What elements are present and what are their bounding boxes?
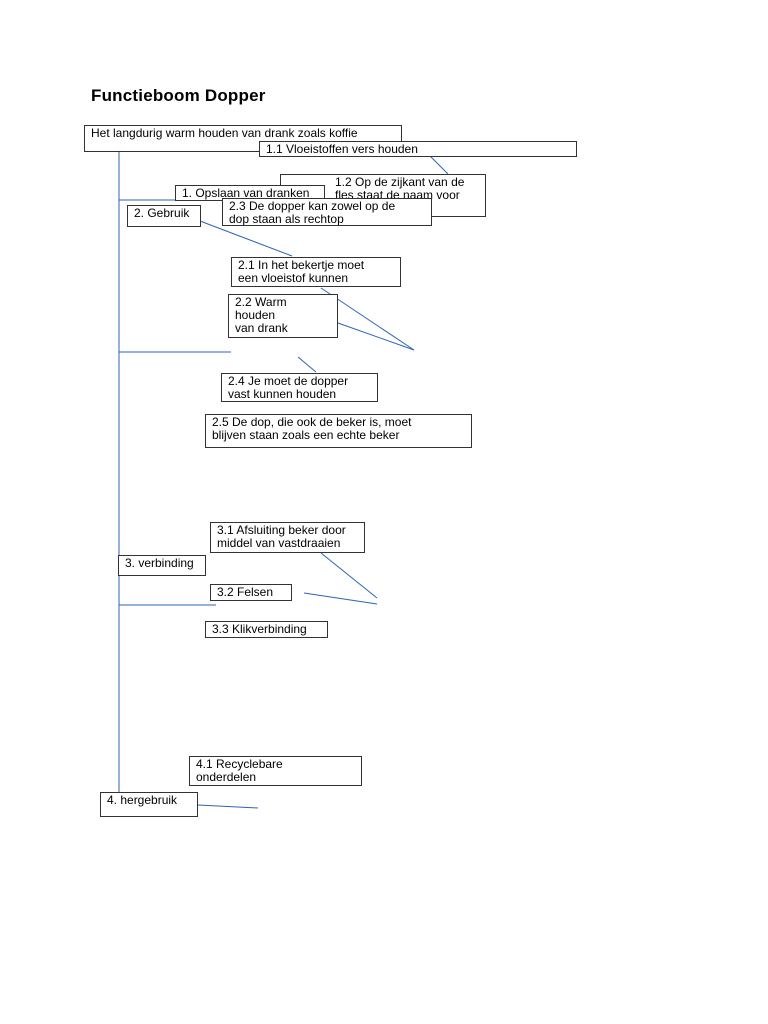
node-3: 3. verbinding [118, 555, 206, 576]
node-1-1: 1.1 Vloeistoffen vers houden [259, 141, 577, 157]
node-2-5: 2.5 De dop, die ook de beker is, moet bl… [205, 414, 472, 448]
node-4: 4. hergebruik [100, 792, 198, 817]
connector-1-1-to-1-2 [429, 155, 449, 175]
node-3-2: 3.2 Felsen [210, 584, 292, 601]
branch-line-4 [197, 804, 259, 809]
connector-3-2 [303, 592, 378, 605]
node-4-1: 4.1 Recyclebare onderdelen [189, 756, 362, 786]
node-3-1: 3.1 Afsluiting beker door middel van vas… [210, 522, 365, 553]
connector-2-4 [297, 356, 317, 373]
connector-2-to-2-1 [199, 220, 293, 257]
diagram-title: Functieboom Dopper [91, 86, 266, 105]
node-2-2: 2.2 Warm houden van drank [228, 294, 338, 338]
connector-3-1 [320, 552, 378, 599]
node-2-1: 2.1 In het bekertje moet een vloeistof k… [231, 257, 401, 287]
node-3-3: 3.3 Klikverbinding [205, 621, 328, 638]
node-2-3: 2.3 De dopper kan zowel op de dop staan … [222, 198, 432, 226]
connector-2-2-to-2-2b [337, 322, 415, 351]
node-2: 2. Gebruik [127, 205, 201, 227]
node-2-4: 2.4 Je moet de dopper vast kunnen houden [221, 373, 378, 402]
